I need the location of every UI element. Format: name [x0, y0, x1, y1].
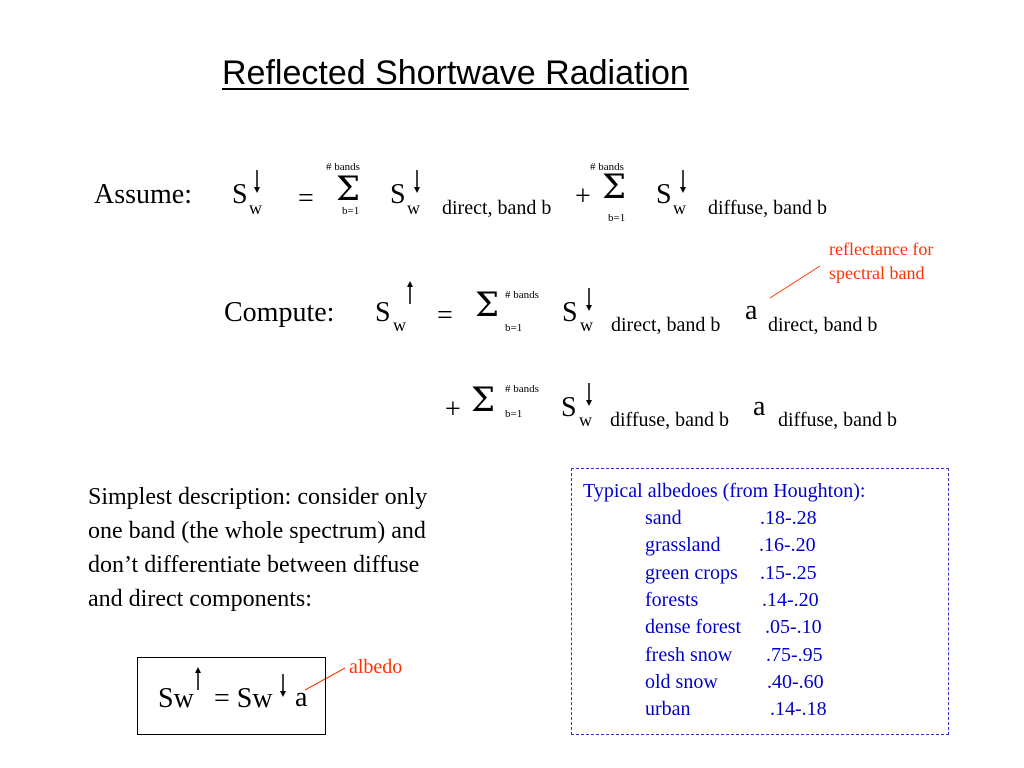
sw-subscript: w	[407, 198, 420, 218]
albedo-note: albedo	[349, 656, 403, 678]
sw-symbol: S	[390, 179, 406, 210]
sw-subscript: w	[580, 315, 593, 335]
equals-sign: =	[298, 183, 314, 214]
simplest-description: Simplest description: consider only one …	[88, 484, 428, 613]
albedo-range: .40-.60	[767, 670, 824, 693]
albedo-surface: dense forest	[645, 616, 742, 639]
sigma-lower-limit: b=1	[505, 408, 523, 420]
sigma-upper-limit: # bands	[505, 383, 539, 395]
albedo-surface: green crops	[645, 561, 738, 584]
sw-reflected: Sw	[158, 683, 194, 714]
sw-subscript: w	[393, 315, 406, 335]
albedo-table-heading: Typical albedoes (from Houghton):	[583, 480, 866, 502]
sw-symbol: S	[232, 179, 248, 210]
albedo-range: .14-.20	[762, 588, 819, 611]
albedo-surface: grassland	[645, 534, 721, 557]
sigma-lower-limit: b=1	[608, 212, 626, 224]
albedo-range: .18-.28	[760, 507, 817, 529]
page-title: Reflected Shortwave Radiation	[222, 54, 689, 92]
diffuse-subscript: diffuse, band b	[708, 197, 828, 219]
albedo-range: .15-.25	[760, 561, 817, 584]
sigma-upper-limit: # bands	[505, 289, 539, 301]
albedo-symbol: a	[295, 682, 308, 713]
sigma-symbol: Σ	[336, 169, 361, 209]
diffuse-subscript: diffuse, band b	[610, 409, 730, 431]
sigma-symbol: Σ	[602, 167, 627, 207]
sw-incoming: = Sw	[214, 683, 273, 714]
reflectance-note: spectral band	[829, 263, 925, 283]
sw-symbol: S	[562, 297, 578, 328]
plus-sign: +	[575, 181, 591, 212]
albedo-direct-subscript: direct, band b	[768, 314, 878, 336]
sw-symbol: S	[561, 392, 577, 423]
sigma-symbol: Σ	[471, 380, 496, 420]
sw-subscript: w	[249, 198, 262, 218]
plus-sign: +	[445, 394, 461, 425]
albedo-surface: sand	[645, 507, 682, 529]
albedo-range: .14-.18	[770, 698, 827, 721]
assume-label: Assume:	[94, 179, 192, 210]
sigma-upper-limit: # bands	[590, 161, 624, 173]
albedo-range: .05-.10	[765, 616, 822, 639]
albedo-table-box	[571, 468, 949, 735]
sw-symbol: S	[375, 297, 391, 328]
albedo-range: .75-.95	[766, 643, 823, 666]
albedo-symbol: a	[753, 391, 766, 422]
sw-symbol: S	[656, 179, 672, 210]
albedo-surface: old snow	[645, 670, 718, 693]
sigma-lower-limit: b=1	[505, 322, 523, 334]
albedo-surface: urban	[645, 698, 691, 721]
albedo-symbol: a	[745, 295, 758, 326]
reflectance-pointer-line	[769, 265, 821, 299]
albedo-surface: forests	[645, 588, 699, 611]
equals-sign: =	[437, 300, 453, 331]
albedo-range: .16-.20	[759, 534, 816, 557]
compute-label: Compute:	[224, 297, 335, 328]
sigma-upper-limit: # bands	[326, 161, 360, 173]
sw-subscript: w	[579, 410, 592, 430]
reflectance-note: reflectance for	[829, 239, 934, 259]
albedo-diffuse-subscript: diffuse, band b	[778, 409, 898, 431]
sigma-symbol: Σ	[475, 285, 500, 325]
simple-equation-box	[137, 657, 326, 735]
direct-subscript: direct, band b	[611, 314, 721, 336]
albedo-surface: fresh snow	[645, 643, 733, 666]
direct-subscript: direct, band b	[442, 197, 552, 219]
sw-subscript: w	[673, 198, 686, 218]
sigma-lower-limit: b=1	[342, 205, 360, 217]
